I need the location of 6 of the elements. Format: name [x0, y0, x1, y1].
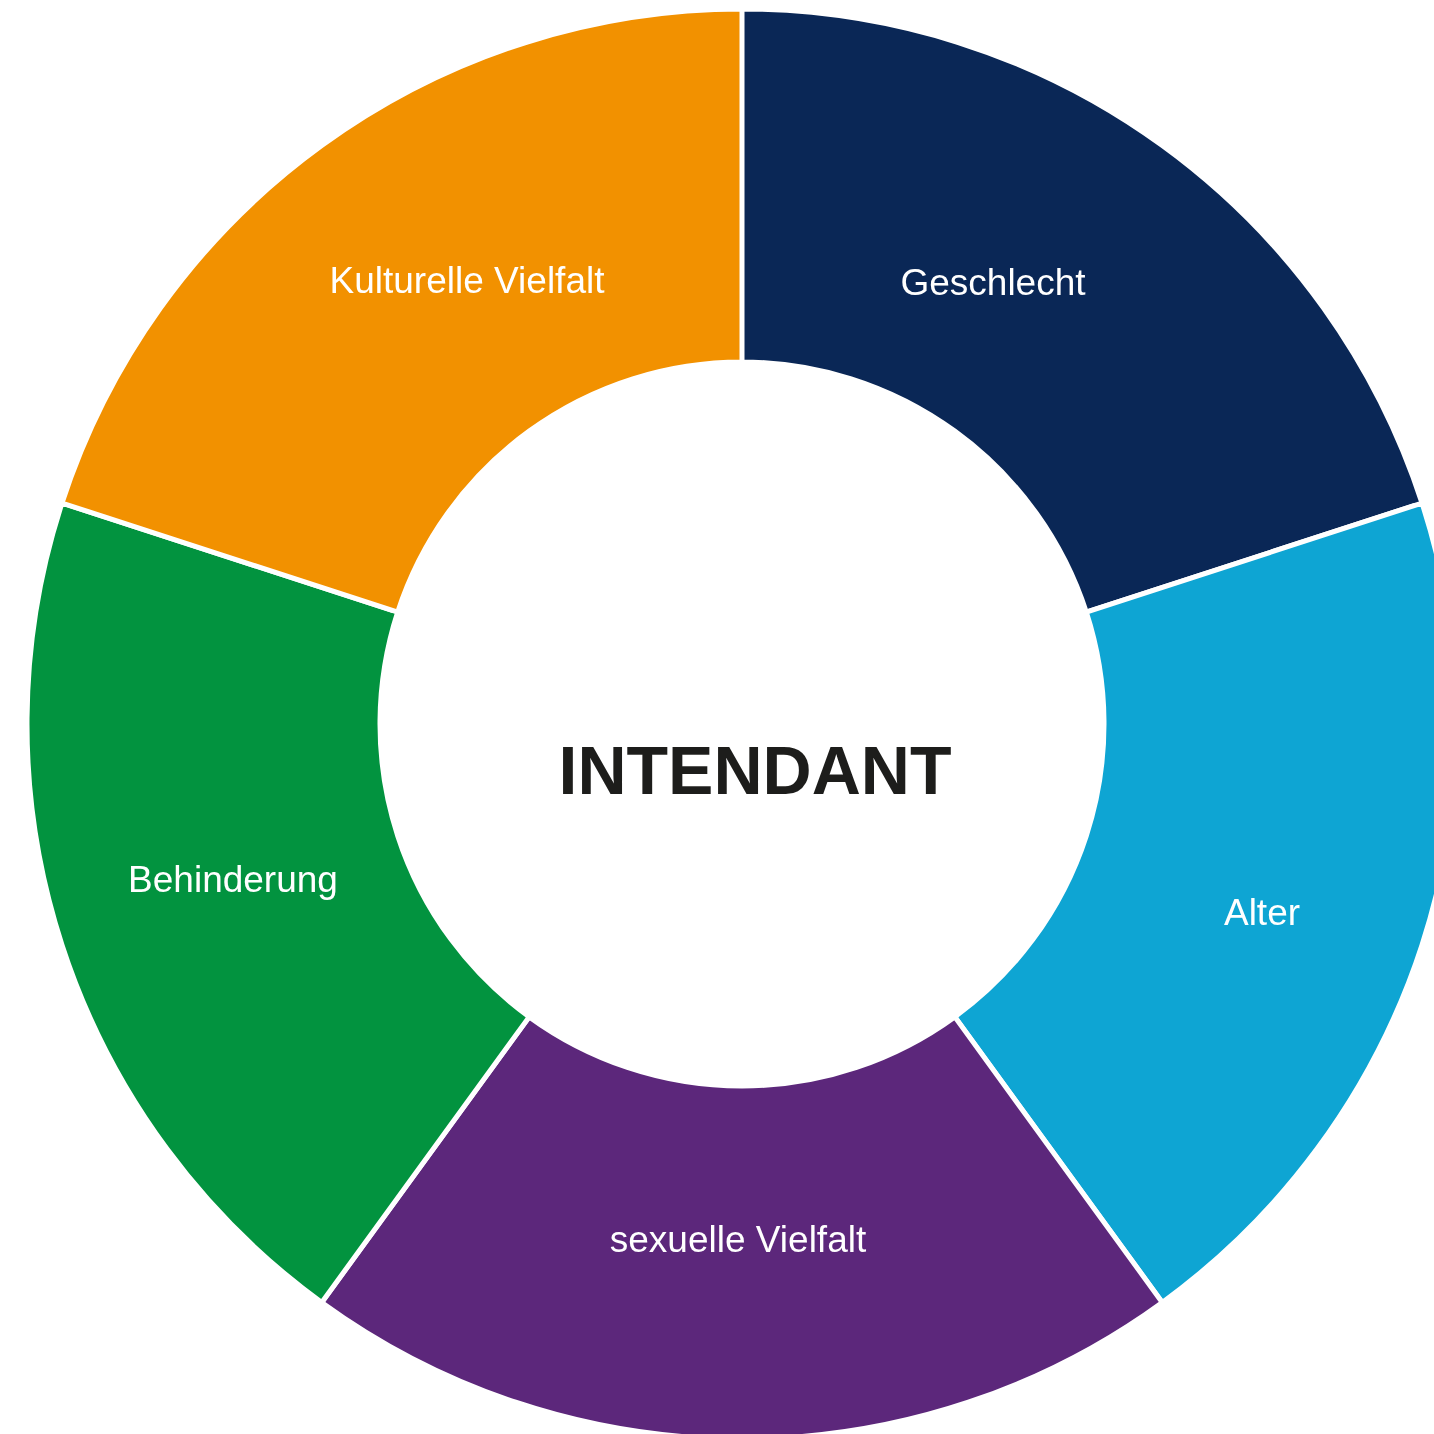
segment-label: Kulturelle Vielfalt	[329, 260, 605, 302]
segment-label: Behinderung	[128, 859, 338, 901]
segment-label: Geschlecht	[900, 262, 1086, 304]
segment-label: sexuelle Vielfalt	[609, 1219, 867, 1261]
center-title: INTENDANT	[558, 731, 952, 809]
segment-label: Alter	[1223, 892, 1301, 934]
